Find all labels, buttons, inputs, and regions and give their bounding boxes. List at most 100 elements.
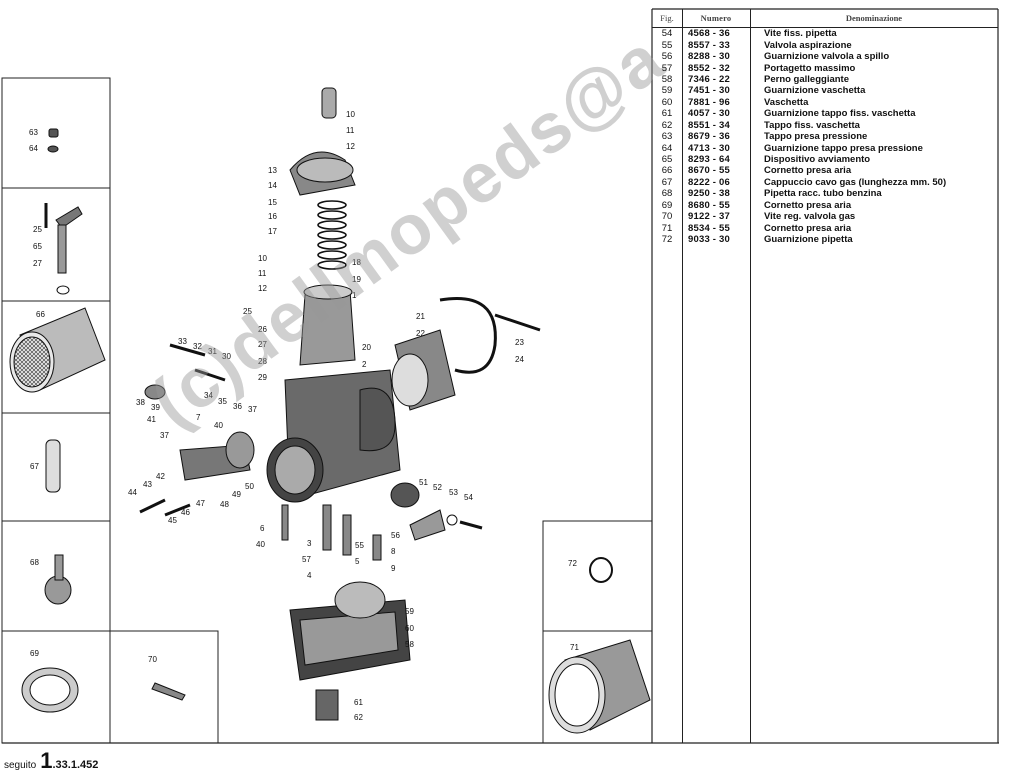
table-row: 56 8288 - 30 Guarnizione valvola a spillo xyxy=(652,51,998,62)
svg-text:27: 27 xyxy=(258,340,267,349)
row-number: 8680 - 55 xyxy=(688,199,730,211)
svg-text:12: 12 xyxy=(346,142,355,151)
row-number: 8293 - 64 xyxy=(688,154,730,166)
row-number: 8670 - 55 xyxy=(688,165,730,177)
row-number: 8552 - 32 xyxy=(688,62,730,74)
svg-text:12: 12 xyxy=(258,284,267,293)
svg-text:59: 59 xyxy=(405,607,414,616)
svg-text:69: 69 xyxy=(30,649,39,658)
left-panels xyxy=(1,77,653,744)
svg-text:4: 4 xyxy=(307,571,312,580)
svg-text:17: 17 xyxy=(268,227,277,236)
row-number: 8557 - 33 xyxy=(688,39,730,51)
svg-text:37: 37 xyxy=(160,431,169,440)
row-fig: 65 xyxy=(661,154,673,166)
svg-text:11: 11 xyxy=(258,269,267,278)
svg-text:20: 20 xyxy=(362,343,371,352)
part-71-air-horn-icon xyxy=(548,639,651,734)
svg-text:68: 68 xyxy=(30,558,39,567)
row-fig: 54 xyxy=(661,28,673,40)
row-description: Pipetta racc. tubo benzina xyxy=(764,188,882,200)
row-number: 4568 - 36 xyxy=(688,28,730,40)
svg-text:25: 25 xyxy=(243,307,252,316)
svg-text:31: 31 xyxy=(208,347,217,356)
svg-text:55: 55 xyxy=(355,541,364,550)
row-number: 7346 - 22 xyxy=(688,73,730,85)
row-fig: 70 xyxy=(661,211,673,223)
svg-text:39: 39 xyxy=(151,403,160,412)
svg-text:71: 71 xyxy=(570,643,579,652)
part-67-cap-icon xyxy=(45,439,61,493)
svg-text:52: 52 xyxy=(433,483,442,492)
svg-text:33: 33 xyxy=(178,337,187,346)
svg-text:66: 66 xyxy=(36,310,45,319)
svg-text:56: 56 xyxy=(391,531,400,540)
svg-text:34: 34 xyxy=(204,391,213,400)
footer-code: .33.1.452 xyxy=(52,759,99,771)
row-description: Portagetto massimo xyxy=(764,62,856,74)
svg-text:22: 22 xyxy=(416,329,425,338)
row-description: Tappo presa pressione xyxy=(764,131,868,143)
svg-text:32: 32 xyxy=(193,342,202,351)
svg-text:8: 8 xyxy=(391,547,396,556)
row-number: 8288 - 30 xyxy=(688,51,730,63)
part-72-gasket-icon xyxy=(589,557,613,583)
svg-text:43: 43 xyxy=(143,480,152,489)
row-number: 4713 - 30 xyxy=(688,142,730,154)
row-description: Guarnizione pipetta xyxy=(764,234,853,246)
svg-text:24: 24 xyxy=(515,355,524,364)
row-description: Cornetto presa aria xyxy=(764,222,852,234)
svg-text:36: 36 xyxy=(233,402,242,411)
row-description: Tappo fiss. vaschetta xyxy=(764,119,860,131)
part-68-fitting-icon xyxy=(44,554,72,605)
svg-text:60: 60 xyxy=(405,624,414,633)
svg-text:70: 70 xyxy=(148,655,157,664)
row-description: Cornetto presa aria xyxy=(764,165,852,177)
row-fig: 68 xyxy=(661,188,673,200)
svg-text:26: 26 xyxy=(258,325,267,334)
svg-text:1: 1 xyxy=(352,291,357,300)
footer-section-number: 1 xyxy=(40,748,53,773)
svg-text:57: 57 xyxy=(302,555,311,564)
svg-text:58: 58 xyxy=(405,640,414,649)
row-number: 4057 - 30 xyxy=(688,108,730,120)
row-fig: 63 xyxy=(661,131,673,143)
row-description: Valvola aspirazione xyxy=(764,39,852,51)
svg-text:67: 67 xyxy=(30,462,39,471)
svg-text:6: 6 xyxy=(260,524,265,533)
row-number: 9122 - 37 xyxy=(688,211,730,223)
svg-text:49: 49 xyxy=(232,490,241,499)
callout-labels: 10 11 12 13 14 15 16 17 18 19 1 20 2 10 … xyxy=(29,110,579,722)
svg-text:29: 29 xyxy=(258,373,267,382)
row-fig: 62 xyxy=(661,119,673,131)
svg-text:30: 30 xyxy=(222,352,231,361)
svg-text:21: 21 xyxy=(416,312,425,321)
row-number: 8222 - 06 xyxy=(688,176,730,188)
row-description: Perno galleggiante xyxy=(764,73,849,85)
svg-text:10: 10 xyxy=(258,254,267,263)
svg-text:3: 3 xyxy=(307,539,312,548)
svg-text:48: 48 xyxy=(220,500,229,509)
svg-text:5: 5 xyxy=(355,557,360,566)
svg-text:18: 18 xyxy=(352,258,361,267)
row-fig: 56 xyxy=(661,51,673,63)
row-description: Guarnizione tappo fiss. vaschetta xyxy=(764,108,916,120)
row-description: Guarnizione tappo presa pressione xyxy=(764,142,923,154)
svg-text:44: 44 xyxy=(128,488,137,497)
svg-text:50: 50 xyxy=(245,482,254,491)
part-65-starter-icon xyxy=(44,203,83,295)
svg-text:62: 62 xyxy=(354,713,363,722)
header-number: Numero xyxy=(700,13,732,23)
svg-text:61: 61 xyxy=(354,698,363,707)
row-number: 9250 - 38 xyxy=(688,188,730,200)
svg-text:23: 23 xyxy=(515,338,524,347)
row-description: Guarnizione valvola a spillo xyxy=(764,51,890,63)
row-fig: 57 xyxy=(661,62,673,74)
